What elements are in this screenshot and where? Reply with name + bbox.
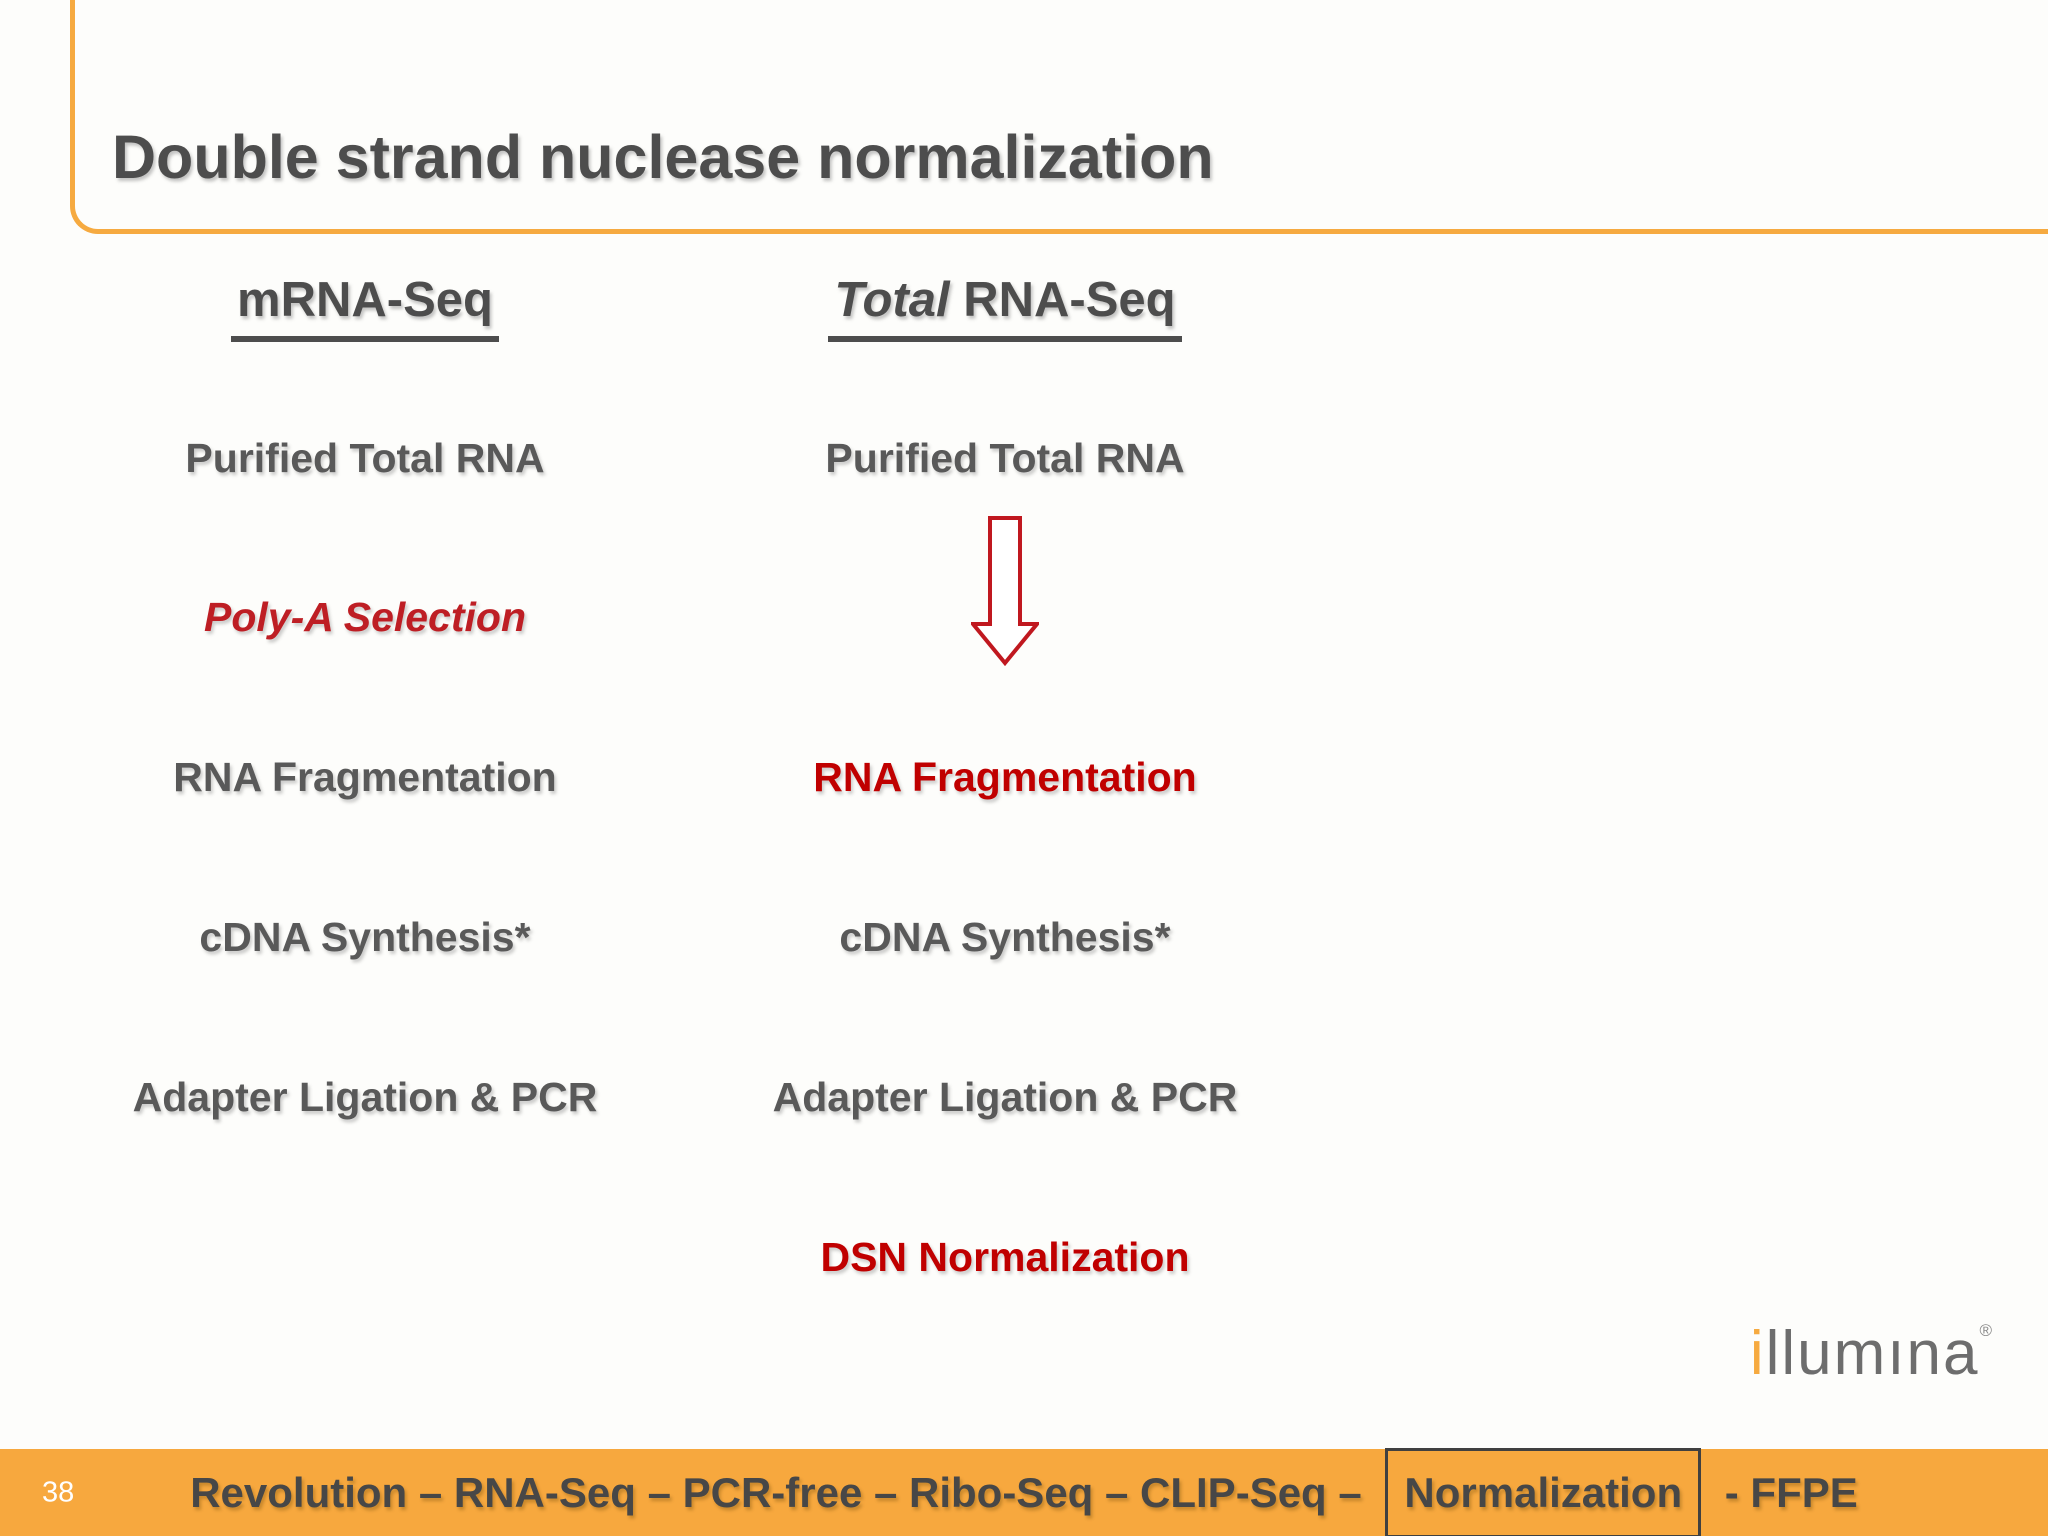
column-total-rna-seq: Total RNA-Seq Purified Total RNA RNA Fra… [730,0,1280,1400]
footer-text-before: Revolution – RNA-Seq – PCR-free – Ribo-S… [190,1468,1374,1516]
registered-trademark-icon: ® [1979,1321,1992,1340]
step-purified-total-rna: Purified Total RNA [825,435,1185,481]
logo-orange-i: i [1749,1319,1766,1388]
column-header-label: Total RNA-Seq [828,272,1182,342]
step-cdna-synthesis: cDNA Synthesis* [199,914,531,960]
column-header-total-rna-seq: Total RNA-Seq [730,272,1280,342]
title-accent-frame [70,0,2048,234]
column-header-label: mRNA-Seq [231,272,499,342]
footer-bar: 38 Revolution – RNA-Seq – PCR-free – Rib… [0,1447,2048,1536]
step-adapter-ligation-pcr: Adapter Ligation & PCR [772,1074,1238,1120]
footer-highlight-box: Normalization [1385,1447,1702,1536]
logo-rest: llumına [1765,1319,1980,1388]
footer-breadcrumb: Revolution – RNA-Seq – PCR-free – Ribo-S… [0,1447,2048,1536]
step-poly-a-selection: Poly-A Selection [204,594,526,640]
column-header-mrna-seq: mRNA-Seq [90,272,640,342]
column-header-italic-part: Total [834,273,950,327]
column-mrna-seq: mRNA-Seq Purified Total RNA Poly-A Selec… [90,0,640,1400]
page-title: Double strand nuclease normalization [112,123,1214,191]
illumina-logo: illumına® [1750,1318,1992,1389]
step-purified-total-rna: Purified Total RNA [185,435,545,481]
page-number: 38 [42,1476,75,1508]
step-adapter-ligation-pcr: Adapter Ligation & PCR [132,1074,598,1120]
step-dsn-normalization: DSN Normalization [820,1234,1190,1280]
footer-text-after: - FFPE [1713,1468,1858,1516]
step-cdna-synthesis: cDNA Synthesis* [839,914,1171,960]
step-rna-fragmentation: RNA Fragmentation [173,754,557,800]
down-arrow-icon [971,516,1039,666]
column-header-rest-part: RNA-Seq [949,273,1176,327]
step-rna-fragmentation: RNA Fragmentation [813,754,1197,800]
